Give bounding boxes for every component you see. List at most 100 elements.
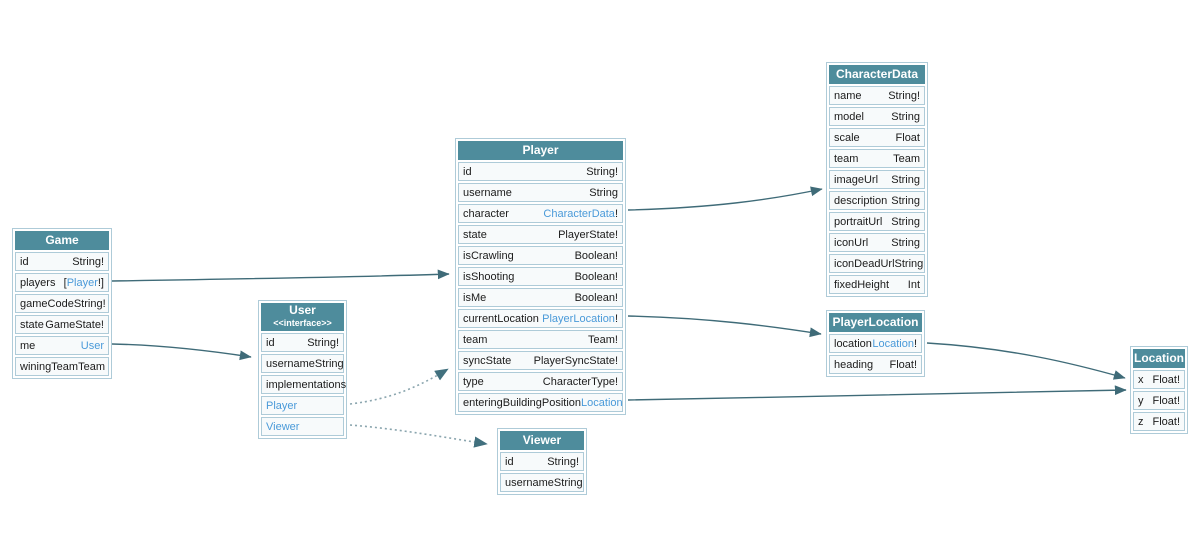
type-link[interactable]: Location [581,396,623,409]
field-type: String [894,257,924,270]
field-name: id [266,336,275,349]
field-row[interactable]: fixedHeight Int [829,275,925,294]
field-row[interactable]: me User [15,336,109,355]
field-type: String [891,236,920,249]
field-name: imageUrl [834,173,879,186]
field-type: String! [73,297,106,310]
type-link[interactable]: Player [66,276,98,289]
field-name: location [834,337,872,350]
field-name: winingTeam [20,360,79,373]
edge-user-impl-viewer-dotted [349,424,488,448]
field-row[interactable]: type CharacterType! [458,372,623,391]
field-name: id [505,455,514,468]
type-link[interactable]: Location [872,337,914,350]
field-name: model [834,110,864,123]
field-name: state [463,228,487,241]
field-name: isShooting [463,270,515,283]
field-name: gameCode [20,297,74,310]
field-name: team [834,152,859,165]
type-link[interactable]: PlayerLocation [542,312,615,325]
field-row[interactable]: state PlayerState! [458,225,623,244]
table-header-viewer[interactable]: Viewer [500,431,584,450]
table-header-characterdata[interactable]: CharacterData [829,65,925,84]
field-row[interactable]: isShooting Boolean! [458,267,623,286]
type-link[interactable]: CharacterData [543,207,615,220]
field-name: portraitUrl [834,215,883,228]
field-type: CharacterType! [542,375,618,388]
edge-player-character-to-characterdata [627,186,823,211]
field-name: syncState [463,354,512,367]
field-type: String! [586,165,618,178]
field-row[interactable]: z Float! [1133,412,1185,431]
field-name: z [1138,415,1144,428]
edge-playerlocation-location-to-location [926,342,1126,380]
field-row[interactable]: players [Player!] [15,273,109,292]
field-name: me [20,339,36,352]
table-header-game[interactable]: Game [15,231,109,250]
field-name: fixedHeight [834,278,890,291]
field-row[interactable]: x Float! [1133,370,1185,389]
implementation-link-player[interactable]: Player [261,396,344,415]
field-type: Int [907,278,920,291]
field-type: String! [888,89,920,102]
field-type: Boolean! [574,270,618,283]
edge-player-currentlocation-to-playerlocation [627,315,822,338]
type-link[interactable]: Player [266,399,298,412]
type-link[interactable]: User [80,339,104,352]
field-type: Float! [1152,373,1180,386]
field-type: Float! [1152,394,1180,407]
type-link[interactable]: Viewer [266,420,300,433]
table-header-user[interactable]: User<<interface>> [261,303,344,331]
edge-player-enteringbuildingposition-to-location [627,385,1127,401]
table-header-location[interactable]: Location [1133,349,1185,368]
field-type: Float! [889,358,917,371]
field-name: isCrawling [463,249,514,262]
table-header-playerlocation[interactable]: PlayerLocation [829,313,922,332]
field-type: CharacterData! [543,207,618,220]
field-type: Team! [588,333,618,346]
implementation-link-viewer[interactable]: Viewer [261,417,344,436]
field-type: [Player!] [63,276,104,289]
field-name: x [1138,373,1144,386]
field-type: User [81,340,104,352]
table-header-player[interactable]: Player [458,141,623,160]
field-type: Float! [1152,415,1180,428]
field-name: players [20,276,56,289]
field-name: id [20,255,29,268]
field-type: PlayerState! [558,228,618,241]
field-name: type [463,375,484,388]
